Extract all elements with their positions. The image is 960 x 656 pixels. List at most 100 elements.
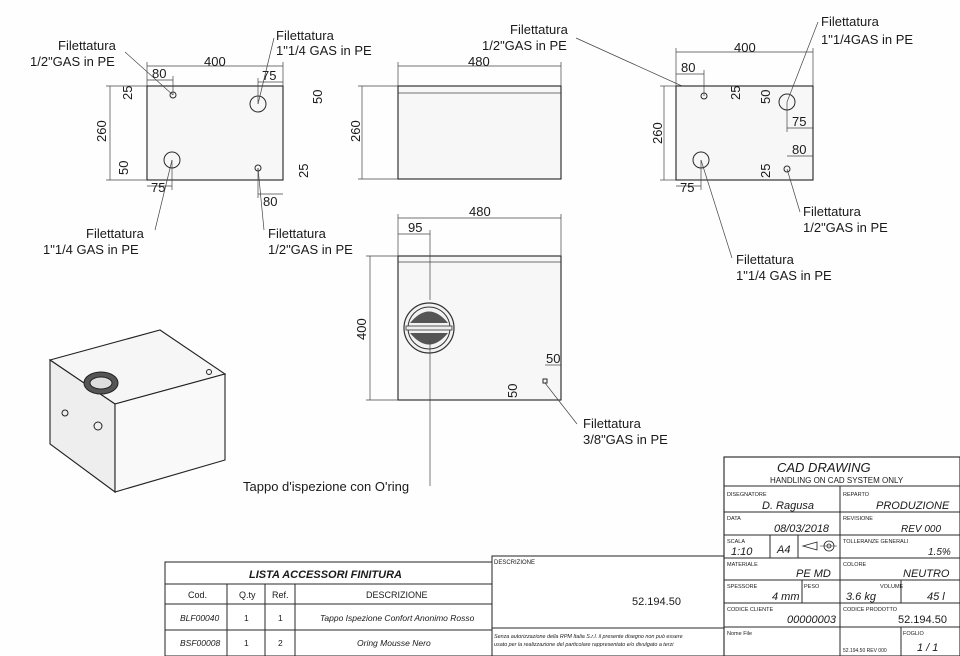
tb-department-label: REPARTO: [843, 492, 870, 498]
tb-revision-label: REVISIONE: [843, 516, 873, 522]
tb-weight: 3.6 kg: [846, 591, 877, 603]
row-2-qty: 1: [244, 638, 249, 648]
top-left-view-outline: [146, 85, 284, 181]
callout-front-line2: 1/2"GAS in PE: [482, 38, 567, 53]
tb-department: PRODUZIONE: [876, 500, 950, 512]
row-1-qty: 1: [244, 613, 249, 623]
tb-scale-label: SCALA: [727, 539, 745, 545]
dim-height: 260: [94, 120, 109, 142]
header-qty: Q.ty: [239, 590, 256, 600]
accessories-title: LISTA ACCESSORI FINITURA: [249, 569, 402, 581]
callout-r-3-line2: 1"1/4 GAS in PE: [736, 268, 832, 283]
tb-subtitle: HANDLING ON CAD SYSTEM ONLY: [770, 476, 904, 485]
right-view-outline: [675, 85, 814, 181]
callout-r-3-line1: Filettatura: [736, 252, 795, 267]
table-row: BLF00040 1 1 Tappo Ispezione Confort Ano…: [180, 613, 475, 623]
header-description: DESCRIZIONE: [366, 590, 428, 600]
dim-height: 400: [354, 318, 369, 340]
tb-material-label: MATERIALE: [727, 562, 758, 568]
cap-label: Tappo d'ispezione con O'ring: [243, 479, 409, 494]
tb-color: NEUTRO: [903, 568, 950, 580]
callout-front-line1: Filettatura: [510, 22, 569, 37]
tb-weight-label: PESO: [804, 584, 820, 590]
callout-tl-4-line1: Filettatura: [268, 226, 327, 241]
notice-line-2: usato per la realizzazione del particola…: [494, 642, 674, 648]
callout-r-2-line1: Filettatura: [803, 204, 862, 219]
row-1-code: BLF00040: [180, 613, 219, 623]
table-row: BSF00008 1 2 Oring Mousse Nero: [180, 638, 431, 648]
dim-50-left: 50: [116, 161, 131, 175]
dim-25-right: 25: [296, 164, 311, 178]
dim-width: 480: [468, 54, 490, 69]
tb-date-label: DATA: [727, 516, 741, 522]
callout-r-1-line2: 1"1/4GAS in PE: [821, 32, 913, 47]
bottom-view: 480 95 400 50 50 Filettatura 3/8"GAS in …: [243, 204, 668, 494]
callout-tl-2-line2: 1"1/4 GAS in PE: [276, 43, 372, 58]
dim-f: 25: [758, 164, 773, 178]
dim-width: 480: [469, 204, 491, 219]
description-label: DESCRIZIONE: [494, 560, 535, 566]
dim-25-left: 25: [120, 86, 135, 100]
title-block: CAD DRAWING HANDLING ON CAD SYSTEM ONLY …: [723, 456, 960, 656]
right-view: 400 260 80 25 50 75 80 25 75 Filettatura…: [650, 14, 913, 283]
dim-50-h: 50: [546, 351, 560, 366]
tb-sheet-label: FOGLIO: [903, 631, 925, 637]
thread-hole: [783, 165, 791, 173]
dim-width: 400: [734, 40, 756, 55]
tb-title: CAD DRAWING: [777, 460, 871, 475]
row-2-description: Oring Mousse Nero: [357, 638, 431, 648]
tb-thickness: 4 mm: [772, 591, 800, 603]
dim-width: 400: [204, 54, 226, 69]
tb-sheet: 1 / 1: [917, 642, 938, 654]
front-view: 480 260 Filettatura 1/2"GAS in PE: [348, 22, 705, 180]
callout-bottom-line1: Filettatura: [583, 416, 642, 431]
callout-bottom-line2: 3/8"GAS in PE: [583, 432, 668, 447]
header-code: Cod.: [188, 590, 207, 600]
description-value: 52.194.50: [632, 596, 681, 608]
row-2-ref: 2: [278, 638, 283, 648]
top-left-view: 400 260 80 75 75 80 25 50 50 25 Filettat…: [30, 28, 372, 257]
accessories-table: LISTA ACCESSORI FINITURA Cod. Q.ty Ref. …: [164, 561, 493, 656]
tb-file-label: Nome File: [727, 631, 752, 637]
tb-tolerance-label: TOLLERANZE GENERALI: [843, 539, 909, 545]
dim-e: 80: [792, 142, 806, 157]
tb-file: 52.194.50 REV 000: [843, 648, 887, 654]
dim-50-v: 50: [505, 384, 520, 398]
row-2-code: BSF00008: [180, 638, 220, 648]
tb-scale: 1:10: [731, 546, 753, 558]
dim-75-bottom: 75: [151, 180, 165, 195]
dim-g: 75: [680, 180, 694, 195]
tb-color-label: COLORE: [843, 562, 867, 568]
dim-50-right: 50: [310, 90, 325, 104]
notice-line-1: Senza autorizzazione della RPM Italia S.…: [494, 634, 683, 640]
callout-tl-2-line1: Filettatura: [276, 28, 335, 43]
dim-b: 25: [728, 86, 743, 100]
tb-tolerance: 1.5%: [928, 547, 951, 558]
tb-volume-label: VOLUME: [880, 584, 904, 590]
tb-revision: REV 000: [901, 524, 941, 535]
inspection-cap: [403, 302, 455, 354]
tb-date: 08/03/2018: [774, 523, 830, 535]
tb-volume: 45 l: [927, 591, 945, 603]
isometric-view: [48, 329, 227, 494]
tb-thickness-label: SPESSORE: [727, 584, 758, 590]
header-ref: Ref.: [272, 590, 289, 600]
row-1-description: Tappo Ispezione Confort Anonimo Rosso: [320, 613, 475, 623]
front-view-outline: [397, 85, 562, 180]
tb-designer-label: DISEGNATORE: [727, 492, 767, 498]
dim-offset: 95: [408, 220, 422, 235]
callout-tl-1-line1: Filettatura: [58, 38, 117, 53]
dim-80-bottom: 80: [263, 194, 277, 209]
row-1-ref: 1: [278, 613, 283, 623]
callout-tl-4-line2: 1/2"GAS in PE: [268, 242, 353, 257]
callout-r-2-line2: 1/2"GAS in PE: [803, 220, 888, 235]
tb-product-code-label: CODICE PRODOTTO: [843, 607, 898, 613]
tb-designer: D. Ragusa: [762, 500, 814, 512]
callout-tl-1-line2: 1/2"GAS in PE: [30, 54, 115, 69]
tb-material: PE MD: [796, 568, 831, 580]
tb-format: A4: [776, 544, 790, 556]
tb-client-code: 00000003: [787, 614, 837, 626]
dim-80-top: 80: [152, 66, 166, 81]
